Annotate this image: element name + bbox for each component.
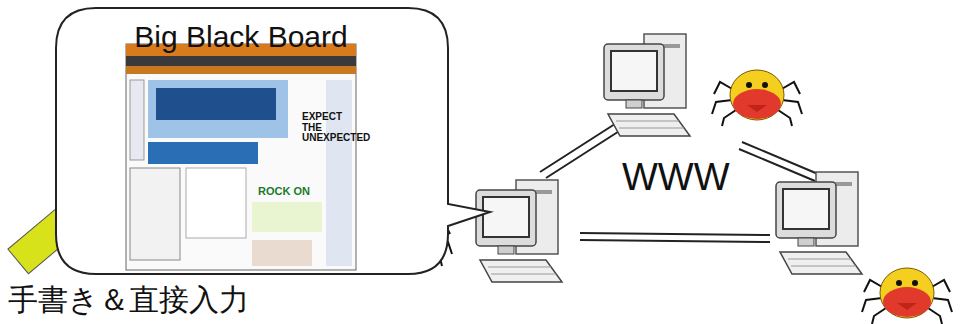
browser-screenshot [126,44,356,270]
screenshot-text: ROCK ON [258,186,310,198]
screenshot-text: EXPECT THE UNEXPECTED [302,112,358,144]
input-caption: 手書き＆直接入力 [8,284,249,316]
network-label: WWW [622,158,730,198]
bubble-title: Big Black Board [134,20,347,53]
speech-bubble: Big Black Board [56,8,448,274]
